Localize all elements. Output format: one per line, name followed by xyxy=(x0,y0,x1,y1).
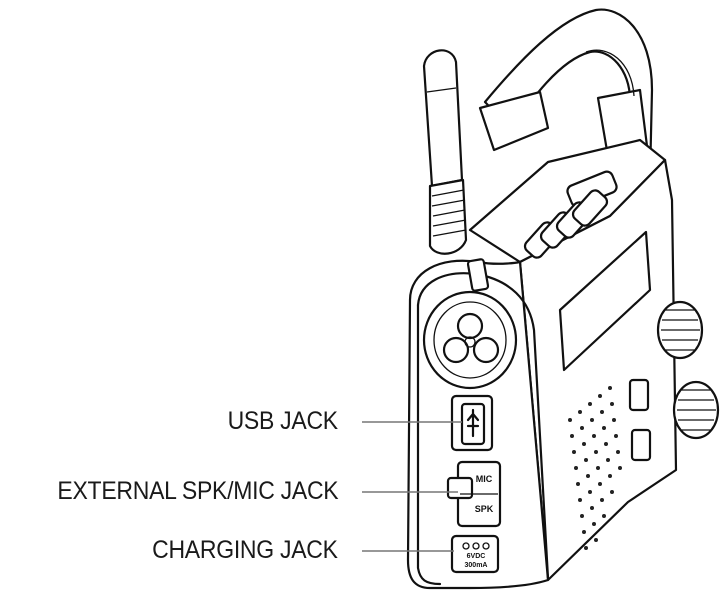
spk-mic-jack: MIC SPK xyxy=(446,460,502,528)
charge-current-marking: 300mA xyxy=(465,562,488,569)
usb-jack-label: USB JACK xyxy=(227,407,339,435)
antenna xyxy=(422,49,468,255)
charge-voltage-marking: 6VDC xyxy=(467,553,486,560)
speaker-grille xyxy=(568,386,622,550)
charging-jack: 6VDC 300mA xyxy=(450,534,500,574)
usb-jack xyxy=(450,394,494,452)
spk-marking: SPK xyxy=(475,504,494,514)
charging-jack-label: CHARGING JACK xyxy=(152,536,338,564)
crank-disc xyxy=(422,258,518,390)
mic-marking: MIC xyxy=(476,474,493,484)
spk-mic-jack-label: EXTERNAL SPK/MIC JACK xyxy=(57,477,338,505)
